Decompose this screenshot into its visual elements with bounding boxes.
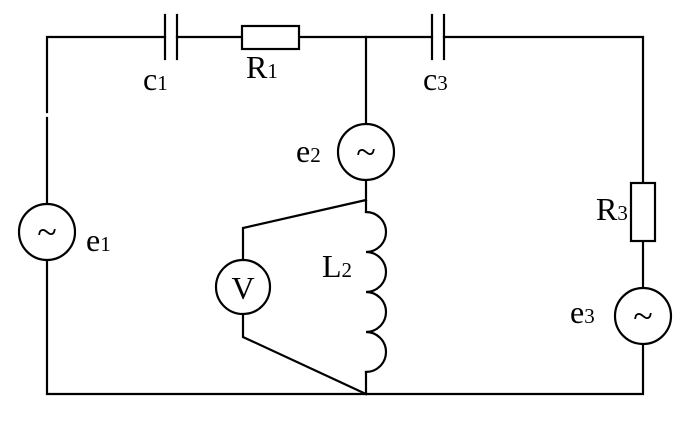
ac-source-e2: ~ e2	[296, 122, 396, 182]
label-c3: c3	[423, 61, 448, 97]
wire-voltmeter-bottom	[241, 312, 368, 396]
voltmeter: V	[214, 258, 272, 316]
capacitor-c1: c1	[143, 13, 179, 97]
wire-voltmeter-top	[241, 198, 368, 262]
resistor-r3: R3	[596, 181, 657, 243]
ac-symbol-e1: ~	[37, 212, 56, 252]
ac-source-e3: ~ e3	[570, 286, 673, 346]
wires	[45, 35, 645, 396]
ac-symbol-e2: ~	[356, 132, 375, 172]
label-e3: e3	[570, 294, 595, 330]
label-l2: L2	[322, 248, 352, 284]
label-c1: c1	[143, 61, 168, 97]
voltmeter-symbol: V	[231, 270, 254, 306]
label-e1: e1	[86, 222, 111, 258]
wire-top-right	[442, 35, 645, 185]
ac-source-e1: ~ e1	[17, 202, 111, 262]
label-r1: R1	[246, 49, 278, 85]
inductor-l2: L2	[322, 210, 388, 374]
inductor-coil	[364, 210, 388, 374]
label-e2: e2	[296, 133, 321, 169]
wire-top-left	[45, 35, 167, 114]
resistor-r1: R1	[240, 24, 301, 85]
wire-bottom	[45, 258, 645, 396]
ac-symbol-e3: ~	[633, 296, 652, 336]
label-r3: R3	[596, 191, 628, 227]
capacitor-c3: c3	[423, 13, 448, 97]
